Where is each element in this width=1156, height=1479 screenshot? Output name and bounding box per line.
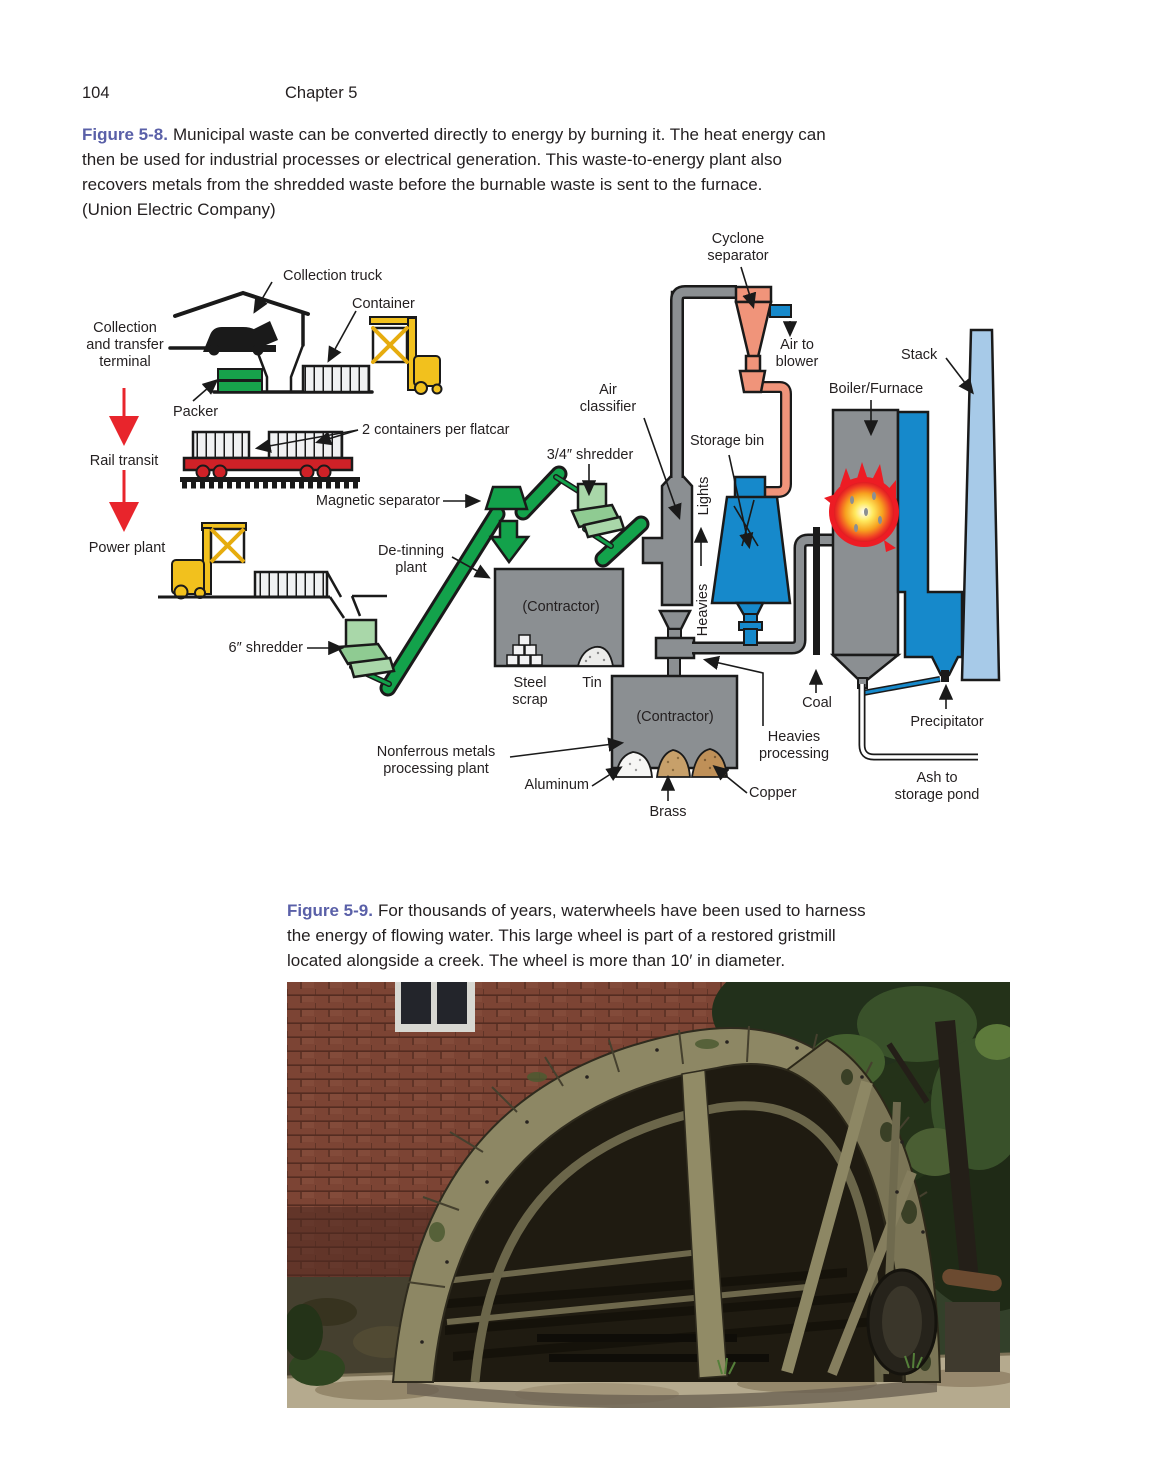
power-plant-scene [158, 522, 387, 619]
label-packer: Packer [173, 404, 219, 420]
label-steel-scrap: Steel scrap [512, 675, 548, 708]
storage-bin-icon [710, 475, 792, 646]
label-collection-truck: Collection truck [283, 268, 383, 284]
label-collection-terminal: Collection and transfer terminal [86, 320, 164, 370]
label-nonferrous: Nonferrous metals processing plant [376, 744, 496, 777]
rail-track-icon [180, 477, 360, 482]
label-two-containers: 2 containers per flatcar [362, 422, 510, 438]
label-boiler-furnace: Boiler/Furnace [828, 381, 924, 397]
air-classifier-icon [641, 290, 696, 678]
label-contractor-1: (Contractor) [522, 599, 600, 615]
three-quarter-shredder-icon [570, 482, 626, 539]
six-shredder-icon [335, 618, 396, 679]
waterwheel-photo [287, 982, 1010, 1408]
figure-5-8-text: Municipal waste can be converted directl… [82, 125, 826, 219]
stack-icon [960, 328, 1001, 682]
brass-pile-icon [655, 749, 691, 778]
detinning-plant-icon [493, 567, 625, 668]
label-contractor-2: (Contractor) [636, 709, 714, 725]
label-storage-bin: Storage bin [690, 433, 765, 449]
label-brass: Brass [649, 804, 687, 820]
mill-gear [866, 1268, 1002, 1376]
label-copper: Copper [749, 785, 797, 801]
collection-truck-icon [203, 321, 278, 356]
label-container: Container [352, 296, 415, 312]
label-rail-transit: Rail transit [89, 453, 159, 469]
process-pipes [670, 285, 834, 655]
plants [287, 1304, 923, 1386]
label-lights: Lights [696, 476, 712, 516]
figure-5-9-text: For thousands of years, waterwheels have… [287, 901, 866, 970]
magnetic-separator-icon [484, 485, 529, 511]
leader-lines [192, 266, 974, 801]
figure-5-9-label: Figure 5-9. [287, 901, 373, 920]
aluminum-pile-icon [615, 751, 653, 778]
container-icon [301, 364, 371, 394]
heavies-junction-icon [654, 636, 696, 660]
nonferrous-plant-icon [610, 674, 739, 778]
waterwheel [391, 1025, 942, 1383]
label-stack: Stack [901, 347, 938, 363]
label-precipitator: Precipitator [910, 714, 984, 730]
label-tin: Tin [582, 675, 602, 691]
figure-5-9-caption: Figure 5-9.For thousands of years, water… [287, 898, 1007, 973]
label-cyclone-separator: Cyclone separator [707, 231, 769, 264]
forklift-icon [171, 522, 247, 600]
label-ash-to-pond: Ash to storage pond [894, 770, 980, 803]
figure-5-8-caption: Figure 5-8.Municipal waste can be conver… [82, 122, 1012, 222]
page-number: 104 [82, 84, 110, 102]
forklift-icon [369, 316, 443, 395]
coal-feed-icon [813, 527, 820, 655]
boiler-furnace-icon [813, 408, 964, 689]
label-three-quarter-shredder: 3/4″ shredder [546, 447, 634, 463]
label-six-shredder: 6″ shredder [228, 640, 303, 656]
precipitator-ash-icons [858, 670, 978, 761]
window-icon [395, 982, 475, 1032]
label-heavies: Heavies [695, 583, 711, 637]
label-air-to-blower: Air to blower [775, 337, 819, 370]
label-magnetic-separator: Magnetic separator [315, 493, 440, 509]
label-air-classifier: Air classifier [579, 382, 637, 415]
terminal-scene [168, 290, 443, 395]
tree-trunk [935, 1020, 979, 1287]
packer-icon [217, 368, 263, 393]
blower-pipe-icon [769, 304, 792, 318]
label-de-tinning: De-tinning plant [377, 543, 445, 576]
chute-arrow-icon [488, 519, 531, 565]
rail-scene [180, 430, 360, 489]
conveyors-and-shredders [335, 465, 650, 697]
label-heavies-processing: Heavies processing [758, 729, 830, 762]
label-power-plant: Power plant [88, 540, 166, 556]
chapter-title: Chapter 5 [285, 84, 358, 102]
fire-icon [824, 462, 899, 552]
label-aluminum: Aluminum [524, 777, 589, 793]
figure-5-8-diagram [109, 266, 1001, 801]
steel-scrap-icon [506, 634, 543, 666]
figure-5-8-label: Figure 5-8. [82, 125, 168, 144]
label-coal: Coal [802, 695, 832, 711]
